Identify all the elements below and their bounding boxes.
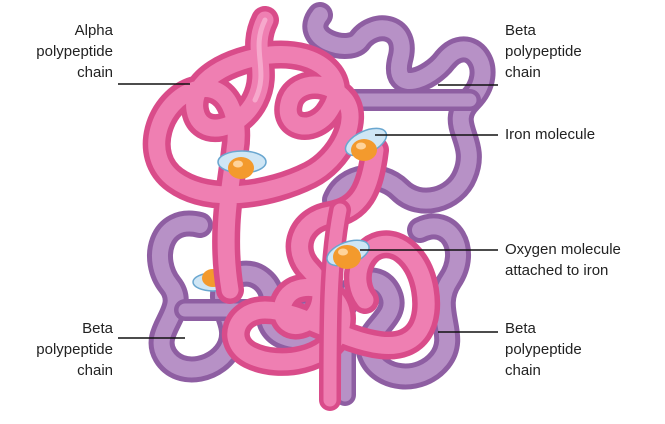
label-beta-bl-line3: chain	[36, 360, 113, 381]
label-oxygen-line2: attached to iron	[505, 260, 621, 281]
label-iron-text: Iron molecule	[505, 124, 595, 145]
label-beta-bl-line1: Beta	[36, 318, 113, 339]
label-beta-br-line1: Beta	[505, 318, 582, 339]
label-alpha-line2: polypeptide	[36, 41, 113, 62]
label-oxygen-molecule: Oxygen molecule attached to iron	[505, 239, 621, 281]
label-beta-br-line3: chain	[505, 360, 582, 381]
label-beta-bl-line2: polypeptide	[36, 339, 113, 360]
label-alpha-line1: Alpha	[36, 20, 113, 41]
label-beta-chain-top-right: Beta polypeptide chain	[505, 20, 582, 83]
label-oxygen-line1: Oxygen molecule	[505, 239, 621, 260]
label-beta-tr-line3: chain	[505, 62, 582, 83]
label-beta-tr-line1: Beta	[505, 20, 582, 41]
label-beta-br-line2: polypeptide	[505, 339, 582, 360]
label-beta-chain-bottom-left: Beta polypeptide chain	[36, 318, 113, 381]
label-alpha-chain: Alpha polypeptide chain	[36, 20, 113, 83]
label-beta-tr-line2: polypeptide	[505, 41, 582, 62]
label-beta-chain-bottom-right: Beta polypeptide chain	[505, 318, 582, 381]
label-iron-molecule: Iron molecule	[505, 124, 595, 145]
label-alpha-line3: chain	[36, 62, 113, 83]
